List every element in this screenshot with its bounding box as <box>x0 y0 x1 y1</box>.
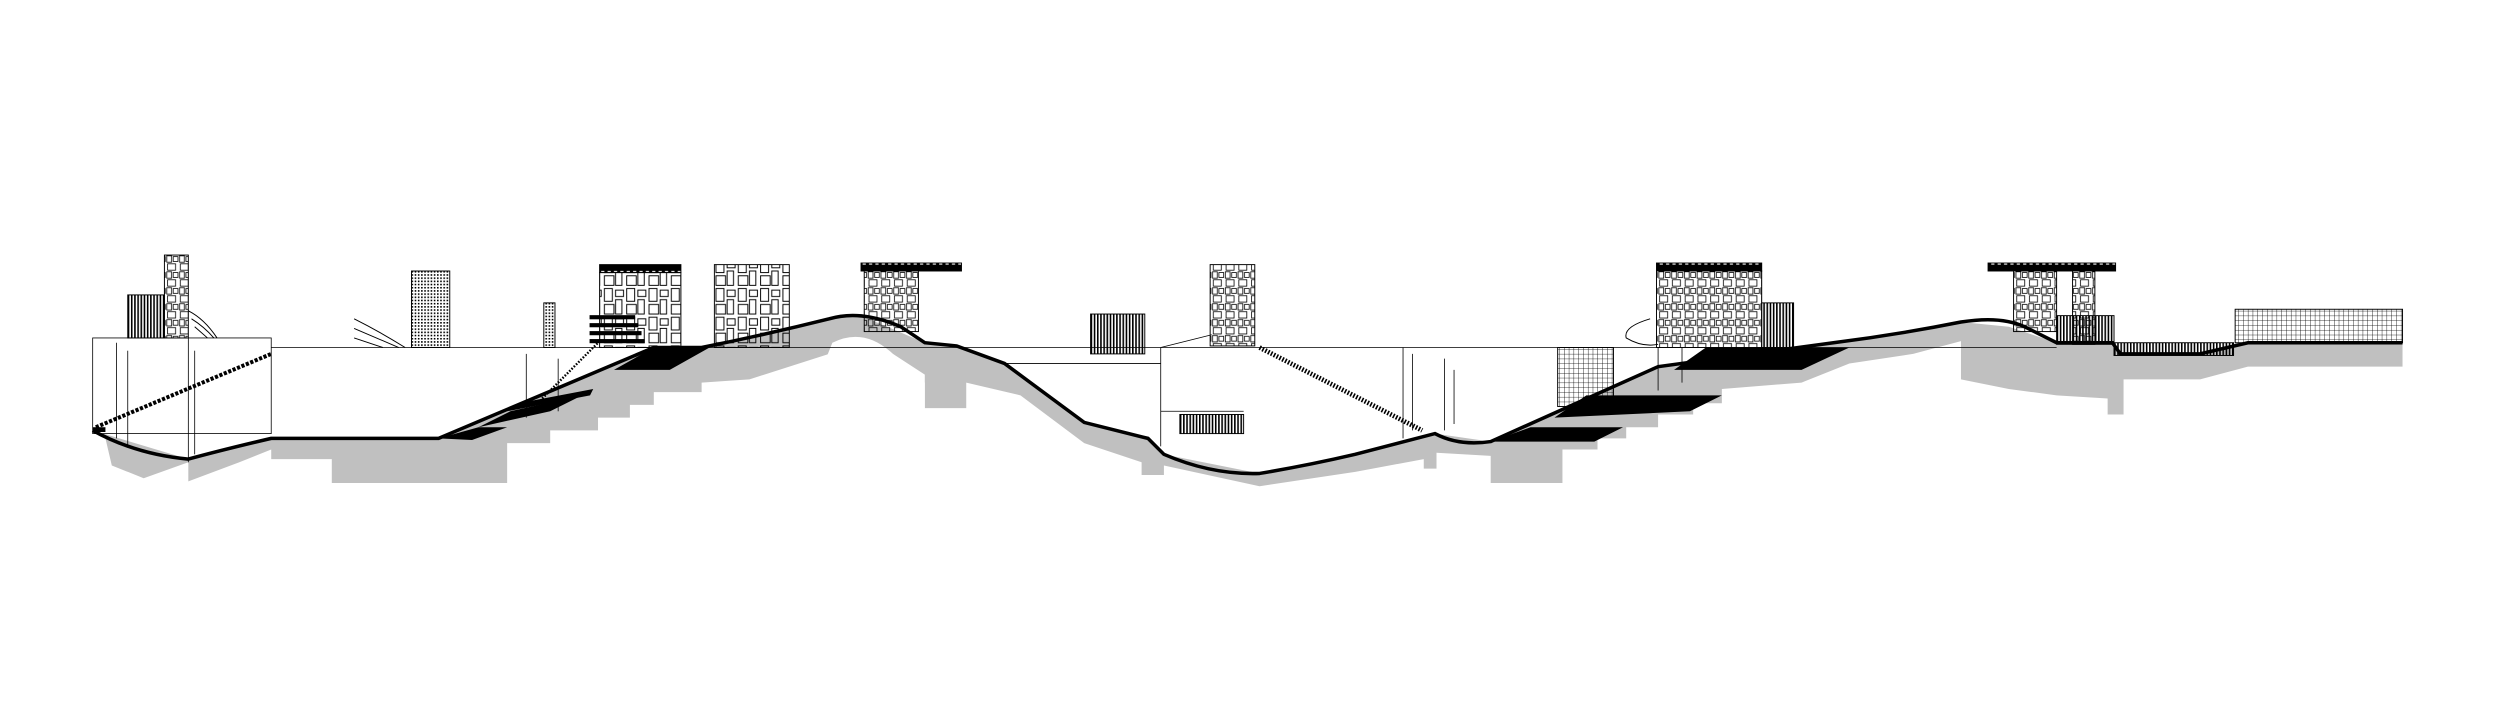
building-narrow <box>543 302 556 348</box>
floor-slabs <box>92 347 1850 442</box>
building-dense <box>411 270 451 348</box>
building-hatched <box>2056 315 2115 345</box>
buildings <box>127 254 2404 435</box>
building-hatched <box>1090 313 1146 355</box>
building-hatched <box>127 294 165 339</box>
building-hatched <box>1179 413 1245 435</box>
tower-block-pattern <box>163 254 189 339</box>
building-grid <box>1557 347 1614 407</box>
stair-stripes <box>589 315 645 344</box>
tower-block-pattern <box>2013 270 2058 333</box>
tower-roof-band <box>860 262 962 272</box>
tower-block-pattern <box>863 270 919 333</box>
building-hatched <box>2113 342 2235 356</box>
tower-block-pattern <box>1656 270 1763 348</box>
building-grid <box>2234 308 2404 344</box>
tower-block-pattern <box>599 272 682 348</box>
tower-roof-band <box>1656 262 1763 272</box>
tower-block-pattern <box>713 264 790 348</box>
building-hatched <box>1761 302 1795 348</box>
tower-roof-band <box>1987 262 2117 272</box>
ground-line <box>91 313 2403 476</box>
tower-roof-band <box>599 264 682 274</box>
tower-block-pattern <box>1209 264 1256 347</box>
platform-outlines <box>92 334 2057 463</box>
